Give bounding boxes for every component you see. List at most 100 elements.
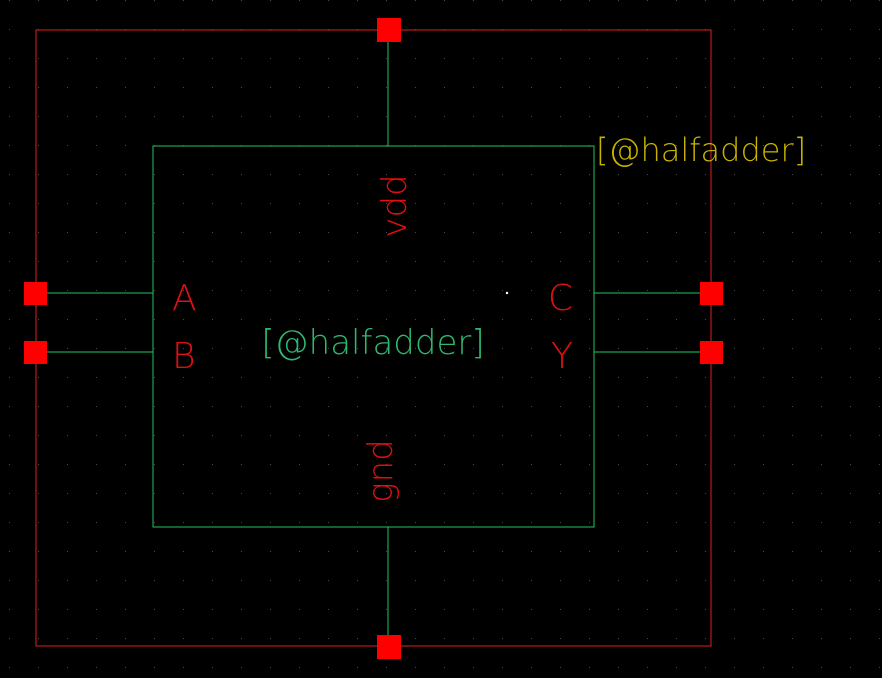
grid-dot (502, 667, 503, 668)
grid-dot (96, 203, 97, 204)
grid-dot (328, 493, 329, 494)
grid-dot (589, 348, 590, 349)
grid-dot (241, 377, 242, 378)
grid-dot (386, 116, 387, 117)
grid-dot (183, 203, 184, 204)
grid-dot (386, 87, 387, 88)
grid-dot (299, 493, 300, 494)
grid-dot (241, 174, 242, 175)
grid-dot (183, 667, 184, 668)
instance-name-label: [@halfadder] (596, 131, 806, 169)
grid-dot (183, 0, 184, 1)
grid-dot (850, 58, 851, 59)
y-pin-terminal[interactable] (700, 341, 723, 364)
grid-dot (415, 58, 416, 59)
grid-dot (96, 348, 97, 349)
grid-dot (589, 435, 590, 436)
grid-dot (444, 261, 445, 262)
grid-dot (531, 58, 532, 59)
grid-dot (38, 261, 39, 262)
grid-dot (531, 87, 532, 88)
symbol-body[interactable] (152, 145, 595, 528)
grid-dot (9, 493, 10, 494)
c-pin-terminal[interactable] (700, 282, 723, 305)
grid-dot (821, 232, 822, 233)
grid-dot (531, 638, 532, 639)
grid-dot (415, 377, 416, 378)
grid-dot (792, 87, 793, 88)
grid-dot (415, 464, 416, 465)
grid-dot (270, 261, 271, 262)
grid-dot (531, 667, 532, 668)
grid-dot (879, 580, 880, 581)
grid-dot (328, 174, 329, 175)
grid-dot (241, 609, 242, 610)
grid-dot (618, 406, 619, 407)
b-pin-terminal[interactable] (24, 341, 47, 364)
grid-dot (38, 551, 39, 552)
grid-dot (879, 29, 880, 30)
grid-dot (618, 232, 619, 233)
grid-dot (502, 580, 503, 581)
grid-dot (241, 551, 242, 552)
grid-dot (821, 522, 822, 523)
grid-dot (618, 580, 619, 581)
grid-dot (9, 348, 10, 349)
grid-dot (38, 522, 39, 523)
grid-dot (299, 435, 300, 436)
grid-dot (9, 261, 10, 262)
grid-dot (821, 551, 822, 552)
grid-dot (154, 0, 155, 1)
grid-dot (763, 464, 764, 465)
grid-dot (415, 319, 416, 320)
grid-dot (241, 232, 242, 233)
grid-dot (705, 377, 706, 378)
grid-dot (212, 116, 213, 117)
grid-dot (38, 87, 39, 88)
grid-dot (502, 0, 503, 1)
grid-dot (734, 232, 735, 233)
grid-dot (299, 0, 300, 1)
grid-dot (589, 464, 590, 465)
grid-dot (850, 580, 851, 581)
grid-dot (38, 580, 39, 581)
grid-dot (502, 435, 503, 436)
grid-dot (763, 29, 764, 30)
grid-dot (299, 203, 300, 204)
grid-dot (154, 261, 155, 262)
vdd-pin-terminal[interactable] (377, 18, 401, 42)
grid-dot (444, 435, 445, 436)
grid-dot (241, 667, 242, 668)
grid-dot (328, 638, 329, 639)
grid-dot (531, 319, 532, 320)
grid-dot (212, 609, 213, 610)
grid-dot (9, 174, 10, 175)
a-pin-terminal[interactable] (24, 282, 47, 305)
grid-dot (299, 667, 300, 668)
gnd-pin-terminal[interactable] (377, 635, 401, 659)
grid-dot (531, 464, 532, 465)
grid-dot (9, 377, 10, 378)
grid-dot (9, 116, 10, 117)
grid-dot (38, 58, 39, 59)
grid-dot (589, 232, 590, 233)
grid-dot (473, 319, 474, 320)
selection-box[interactable] (35, 29, 712, 647)
grid-dot (96, 493, 97, 494)
grid-dot (618, 261, 619, 262)
grid-dot (763, 87, 764, 88)
grid-dot (270, 87, 271, 88)
grid-dot (125, 667, 126, 668)
grid-dot (67, 290, 68, 291)
grid-dot (67, 348, 68, 349)
grid-dot (386, 319, 387, 320)
grid-dot (821, 406, 822, 407)
grid-dot (183, 174, 184, 175)
grid-dot (125, 145, 126, 146)
grid-dot (676, 203, 677, 204)
grid-dot (241, 580, 242, 581)
grid-dot (705, 116, 706, 117)
grid-dot (879, 464, 880, 465)
grid-dot (850, 638, 851, 639)
